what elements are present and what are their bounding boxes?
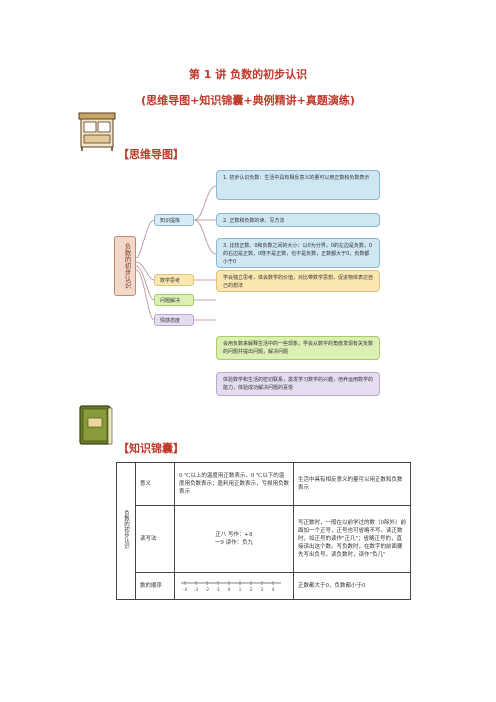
mindmap-root: 负数的初步认识 [114,236,136,296]
knowledge-item-2-text: 2. 正数和负数的读、写方法 [223,218,285,224]
branch-knowledge-label: 知识提炼 [160,218,181,224]
attitude-item-box: 体验数学和生活的密切联系，激发学习数学的兴趣，培养运用数学的能力，体验成功解决问… [216,372,380,396]
row-meaning-right: 生活中具有相反意义的量可以用正数和负数表示 [293,462,411,506]
table-group-label: 负数的初步认识 [123,510,129,549]
table-row: 数的顺序 -4 -3 -2 -1 0 1 2 3 4 正数都大于0，负数都小于0 [117,572,411,600]
branch-attitude: 情感态度 [154,314,194,326]
thinking-item: 学会独立思考，体会数学的价值，对比带数学思想，促进物体表达自己的想法 [216,270,380,292]
cabinet-icon [78,112,116,152]
row-readwrite-mid: 正八 写作：+8 一9 读作：负九 [174,505,294,573]
number-line-label: 1 [239,587,242,592]
knowledge-item-1: 1. 初步认识负数：生活中具有相反意义的量可以用正数和负数表示 [216,170,380,200]
mindmap-section-label: 【思维导图】 [118,148,184,161]
branch-knowledge: 知识提炼 [154,214,194,226]
branch-attitude-label: 情感态度 [160,318,181,324]
knowledge-item-3-text: 3. 比较正数、0和负数之间的大小：以0为分界，0的左边是负数，0的右边是正数，… [223,243,373,265]
number-line-label: -4 [183,587,187,592]
document-title: 第 1 讲 负数的初步认识 [188,68,308,81]
number-line: -4 -3 -2 -1 0 1 2 3 4 [181,580,281,592]
table-row: 读写法 正八 写作：+8 一9 读作：负九 写正数时，一般在以前学过的数（0除外… [117,505,411,573]
thinking-item-text: 学会独立思考，体会数学的价值，对比带数学思想，促进物体表达自己的想法 [223,275,374,289]
number-line-label: 0 [228,587,231,592]
row-label-readwrite: 读写法 [135,505,175,573]
row-meaning-mid: 0 ℃以上的温度用正数表示，0 ℃以下的温度用负数表示；盈利用正数表示，亏损用负… [174,462,294,506]
branch-thinking: 数学思考 [154,274,194,286]
solving-item-text: 会用负数来解释生活中的一些现象，学会从数字的角度发现有关负数的问题并提出问题，解… [223,341,374,355]
document-subtitle: (思维导图+知识锦囊+典例精讲+真题演练) [141,94,355,107]
row-label-meaning: 意义 [135,462,175,506]
branch-solving-label: 问题解决 [160,298,181,304]
knowledge-item-2: 2. 正数和负数的读、写方法 [216,213,380,227]
number-line-label: 2 [250,587,253,592]
book-icon [78,404,114,448]
branch-thinking-label: 数学思考 [160,278,181,284]
number-line-label: 4 [272,587,275,592]
mindmap-root-label: 负数的初步认识 [123,243,131,289]
knowledge-item-1-text: 1. 初步认识负数：生活中具有相反意义的量可以用正数和负数表示 [223,175,370,181]
mind-map-connectors [135,185,217,321]
attitude-item-text: 体验数学和生活的密切联系，激发学习数学的兴趣，培养运用数学的能力，体验成功解决问… [223,377,374,391]
knowledge-item-3: 3. 比较正数、0和负数之间的大小：以0为分界，0的左边是负数，0的右边是正数，… [216,238,380,268]
row-label-order: 数的顺序 [135,572,175,600]
branch-solving: 问题解决 [154,294,194,306]
number-line-label: 3 [261,587,264,592]
number-line-label: -1 [216,587,220,592]
knowledge-table: 负数的初步认识 意义 0 ℃以上的温度用正数表示，0 ℃以下的温度用负数表示；盈… [116,462,411,600]
readwrite-example-1: 正八 写作：+8 [215,532,253,538]
table-group-cell: 负数的初步认识 [116,462,136,600]
readwrite-example-2: 一9 读作：负九 [214,540,254,546]
table-row: 负数的初步认识 意义 0 ℃以上的温度用正数表示，0 ℃以下的温度用负数表示；盈… [116,462,411,600]
row-readwrite-right: 写正数时，一般在以前学过的数（0除外）前面加一个正号，正号也可省略不写。读正数时… [293,505,411,573]
row-order-numberline: -4 -3 -2 -1 0 1 2 3 4 [174,572,294,600]
knowledge-section-label: 【知识锦囊】 [118,442,184,455]
mind-map: 负数的初步认识 知识提炼 数学思考 问题解决 情感态度 1. 初步认识负数：生活… [110,166,390,326]
number-line-label: -2 [205,587,209,592]
row-order-right: 正数都大于0，负数都小于0 [293,572,411,600]
solving-item-box: 会用负数来解释生活中的一些现象，学会从数字的角度发现有关负数的问题并提出问题，解… [216,336,380,360]
number-line-label: -3 [194,587,198,592]
